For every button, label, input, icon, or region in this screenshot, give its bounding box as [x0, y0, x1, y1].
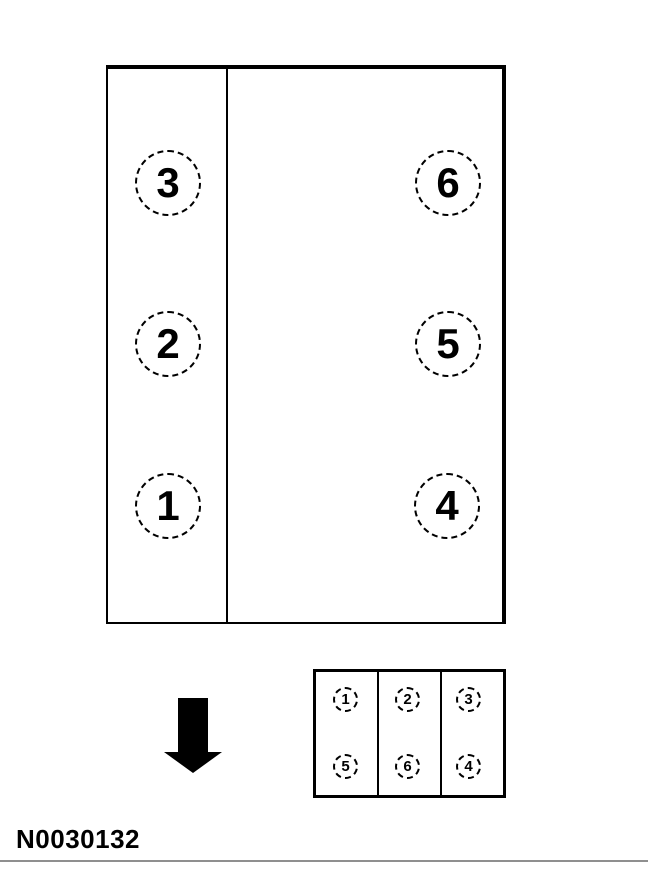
- cylinder-circle-6: 6: [415, 150, 481, 216]
- coil-tower-circle-3: 3: [456, 687, 481, 712]
- cylinder-circle-2: 2: [135, 311, 201, 377]
- coil-tower-circle-5: 5: [333, 754, 358, 779]
- down-arrow-head-icon: [164, 752, 222, 773]
- cylinder-circle-4: 4: [414, 473, 480, 539]
- coil-pack-divider-1: [377, 672, 379, 795]
- coil-pack-divider-2: [440, 672, 442, 795]
- figure-id-label: N0030132: [16, 824, 140, 854]
- cylinder-circle-3: 3: [135, 150, 201, 216]
- coil-tower-circle-6: 6: [395, 754, 420, 779]
- footer-divider-line: [0, 860, 648, 862]
- cylinder-circle-1: 1: [135, 473, 201, 539]
- coil-tower-circle-1: 1: [333, 687, 358, 712]
- coil-tower-circle-4: 4: [456, 754, 481, 779]
- bank-divider-line: [226, 69, 228, 622]
- cylinder-circle-5: 5: [415, 311, 481, 377]
- coil-tower-circle-2: 2: [395, 687, 420, 712]
- down-arrow-icon: [178, 698, 208, 752]
